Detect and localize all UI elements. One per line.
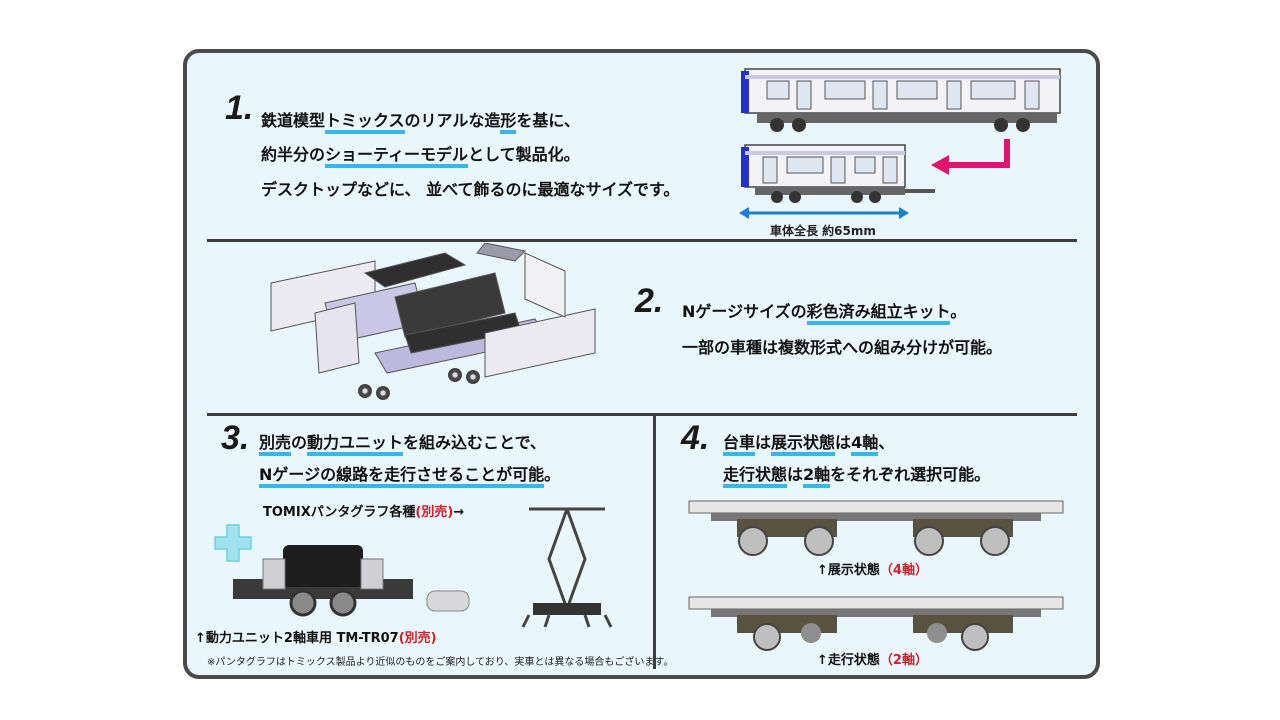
section-1-line-1: 鉄道模型トミックスのリアルな造形を基に、 xyxy=(261,107,580,134)
section-2-line-2: 一部の車種は複数形式への組み分けが可能。 xyxy=(682,338,1003,357)
section-1-line-2: 約半分のショーティーモデルとして製品化。 xyxy=(261,141,580,168)
running-state-bogies xyxy=(688,596,1064,651)
car-length-label: 車体全長 約65mm xyxy=(770,224,876,238)
running-state-caption: ↑走行状態（2軸） xyxy=(817,653,928,668)
section-2-line-1: Nゲージサイズの彩色済み組立キット。 xyxy=(682,298,966,325)
reduction-arrow xyxy=(931,139,1010,175)
divider-1 xyxy=(207,239,1077,242)
section-3-line-1: 別売の動力ユニットを組み込むことで、 xyxy=(259,429,546,456)
pantograph-footnote: ※パンタグラフはトミックス製品より近似のものをご案内しており、実車とは異なる場合… xyxy=(207,657,674,668)
pantograph-illustration xyxy=(521,507,613,628)
section-4-number: 4. xyxy=(674,419,718,457)
section-4-line-2: 走行状態は2軸をそれぞれ選択可能。 xyxy=(723,461,990,488)
power-unit-caption: ↑動力ユニット2軸車用 TM-TR07(別売) xyxy=(195,631,437,646)
motor-part-illustration xyxy=(426,590,470,612)
section-2-number: 2. xyxy=(628,282,672,320)
power-unit-illustration xyxy=(233,545,413,617)
display-state-bogies xyxy=(688,500,1064,556)
product-feature-panel: 1. 鉄道模型トミックスのリアルな造形を基に、 約半分のショーティーモデルとして… xyxy=(183,49,1100,679)
pantograph-caption: TOMIXパンタグラフ各種(別売)→ xyxy=(263,505,465,520)
section-1-number: 1. xyxy=(218,89,262,127)
divider-2 xyxy=(207,413,1077,416)
section-1-line-3: デスクトップなどに、 並べて飾るのに最適なサイズです。 xyxy=(261,180,680,199)
section-3-line-2: Nゲージの線路を走行させることが可能。 xyxy=(259,461,560,488)
display-state-caption: ↑展示状態（4軸） xyxy=(817,563,928,578)
full-length-train-illustration xyxy=(741,68,1061,132)
section-4-line-1: 台車は展示状態は4軸、 xyxy=(723,429,894,456)
shorty-train-illustration xyxy=(741,144,935,203)
plus-icon xyxy=(214,524,252,562)
dimension-arrow xyxy=(739,207,909,219)
exploded-kit-illustration xyxy=(270,243,596,400)
section-3-number: 3. xyxy=(214,419,258,457)
divider-vertical xyxy=(653,415,656,669)
